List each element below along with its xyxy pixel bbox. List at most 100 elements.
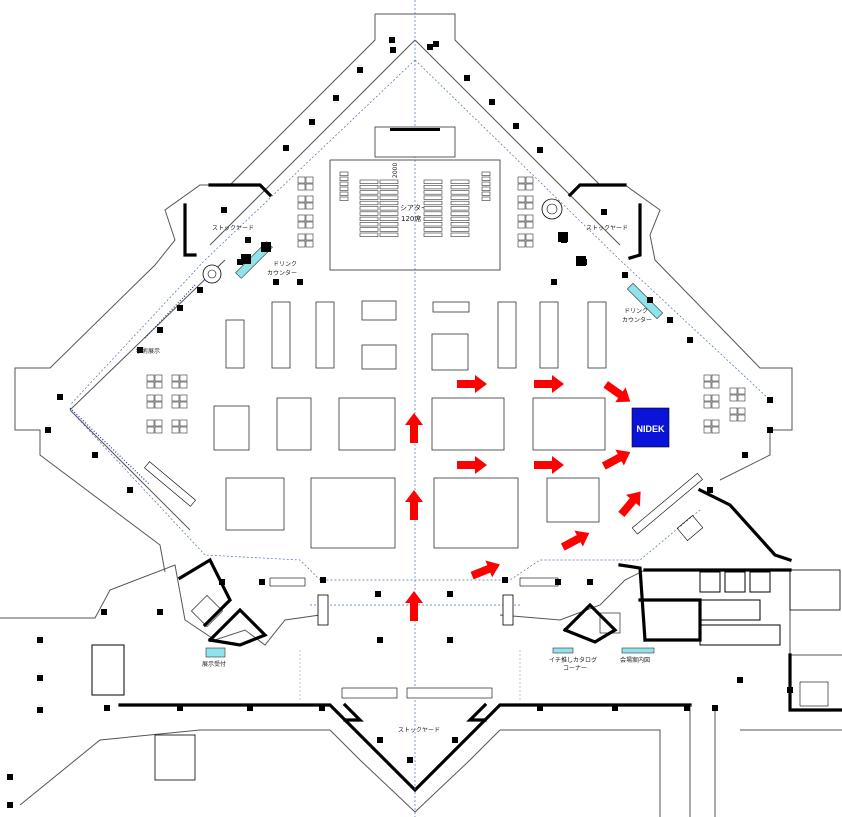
route-arrow	[405, 490, 423, 520]
pillar	[707, 487, 713, 493]
table	[297, 233, 306, 241]
table	[305, 233, 314, 241]
booth	[315, 301, 335, 369]
table	[525, 214, 534, 222]
booth	[213, 405, 250, 451]
pillar	[489, 99, 495, 105]
exhibit-reception-counter	[205, 647, 226, 658]
pillar	[57, 394, 63, 400]
table	[737, 407, 746, 415]
table	[171, 419, 180, 427]
route-arrow-shape	[618, 491, 641, 518]
table	[737, 414, 746, 422]
pillar	[377, 737, 383, 743]
booth	[361, 300, 397, 321]
pillar	[390, 47, 396, 53]
table-clusters	[146, 176, 746, 434]
table	[146, 419, 155, 427]
thick-walls	[177, 183, 842, 722]
pillar	[537, 705, 543, 711]
table	[179, 394, 188, 402]
theater-seat-row	[359, 190, 379, 195]
route-arrow	[618, 491, 641, 518]
table	[179, 419, 188, 427]
route-arrow-shape	[534, 456, 564, 474]
pillar	[309, 119, 315, 125]
venue-guide-label: 会場案内図	[620, 656, 650, 664]
theater-seat-row	[379, 190, 399, 195]
table	[525, 233, 534, 241]
pillar	[137, 347, 143, 353]
table	[517, 221, 526, 229]
booth	[431, 397, 505, 451]
table	[703, 426, 712, 434]
theater-seat-row	[339, 181, 349, 186]
back-rooms	[699, 569, 841, 646]
theater-width-label: 2000	[392, 163, 399, 178]
theater-label: シアター	[400, 203, 428, 212]
route-arrow-shape	[534, 375, 564, 393]
text-labels: ストックヤード ストックヤード ストックヤード 学術展示 展示受付 イチ推しカタ…	[136, 225, 650, 734]
theater-seat-row	[450, 232, 470, 237]
pillar	[464, 75, 470, 81]
theater-seat-row	[481, 171, 491, 176]
academic-exhibit-wall	[69, 284, 196, 486]
pillar	[647, 297, 653, 303]
theater-seat-row	[481, 186, 491, 191]
pillar	[452, 737, 458, 743]
theater-seat-row	[379, 206, 399, 211]
booth	[310, 477, 396, 549]
table	[154, 374, 163, 382]
pillar	[197, 287, 203, 293]
theater-stage	[374, 126, 456, 158]
table	[305, 183, 314, 191]
route-arrow	[534, 375, 564, 393]
nidek-booth[interactable]: NIDEK	[631, 407, 670, 448]
route-arrow	[457, 375, 487, 393]
table	[711, 374, 720, 382]
pillar-large	[558, 232, 568, 242]
pillar	[320, 577, 326, 583]
table	[305, 202, 314, 210]
drink-counter-right-label1: ドリンク	[624, 308, 648, 315]
route-arrow	[601, 449, 631, 470]
theater-seat-row	[423, 195, 443, 200]
table	[297, 221, 306, 229]
pillar	[37, 707, 43, 713]
theater-seat-row	[339, 176, 349, 181]
route-arrow-shape	[603, 381, 631, 403]
table	[179, 381, 188, 389]
theater-seat-row	[481, 176, 491, 181]
table	[517, 233, 526, 241]
table	[305, 214, 314, 222]
pillar	[601, 209, 607, 215]
table	[179, 401, 188, 409]
theater-seat-row	[359, 185, 379, 190]
table	[146, 374, 155, 382]
table	[729, 407, 738, 415]
table	[305, 240, 314, 248]
theater-seat-row	[359, 179, 379, 184]
theater-seat-row	[379, 179, 399, 184]
table	[525, 240, 534, 248]
table	[305, 195, 314, 203]
route-arrow	[470, 560, 500, 580]
route-arrow-shape	[405, 490, 423, 520]
drink-counter-left-label1: ドリンク	[273, 261, 297, 268]
theater-seat-row	[379, 216, 399, 222]
pillar	[551, 279, 557, 285]
catalog-corner-label2: コーナー	[563, 665, 587, 672]
theater-seat-row	[450, 179, 470, 184]
table	[154, 401, 163, 409]
theater-seat-row	[339, 191, 349, 196]
booth	[546, 477, 600, 523]
booths	[213, 300, 607, 549]
pillar	[7, 802, 13, 808]
table	[737, 387, 746, 395]
pillar	[787, 687, 793, 693]
route-arrow-shape	[405, 413, 423, 443]
pillar-large	[261, 242, 271, 252]
table	[171, 381, 180, 389]
table	[297, 202, 306, 210]
staircases	[91, 515, 829, 781]
